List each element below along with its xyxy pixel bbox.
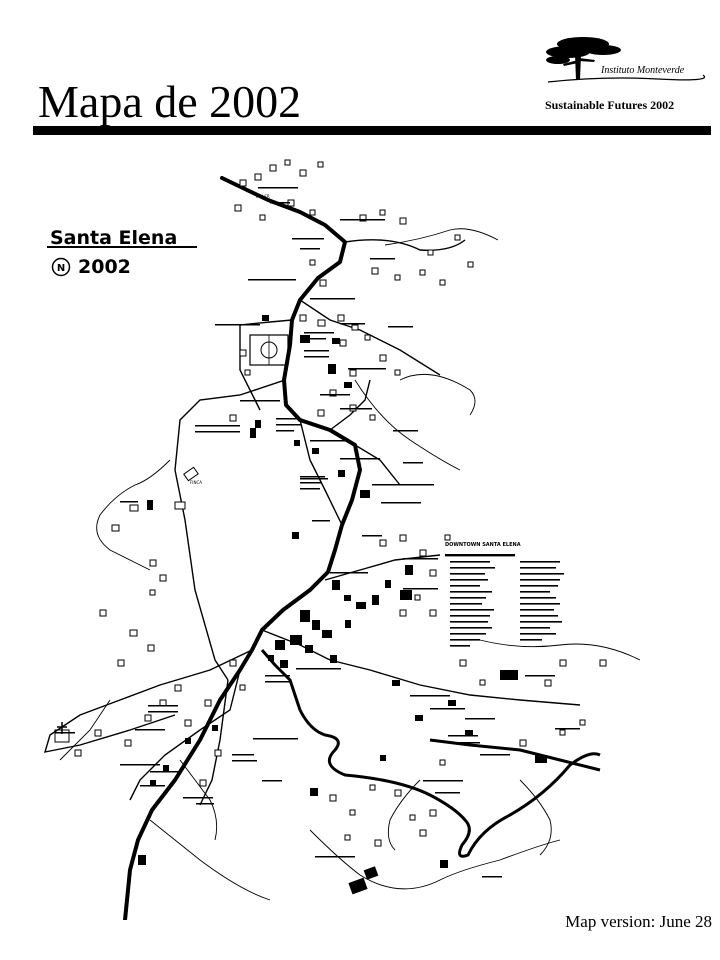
svg-text:FINCA: FINCA — [190, 480, 202, 485]
map-place-name: Santa Elena — [50, 227, 178, 249]
terrain-lines — [59, 228, 641, 901]
svg-text:TALLER: TALLER — [254, 194, 270, 199]
svg-text:DOWNTOWN SANTA ELENA: DOWNTOWN SANTA ELENA — [445, 542, 521, 548]
soccer-field-icon — [249, 334, 289, 366]
map-year: 2002 — [78, 256, 131, 278]
north-arrow-icon: N — [51, 257, 71, 277]
tree-logo-icon: Instituto Monteverde — [546, 37, 706, 83]
logo-text: Instituto Monteverde — [600, 65, 685, 76]
place-labels: TALLER FINCA DOWNTOWN SANTA ELENA — [190, 194, 521, 548]
main-road — [123, 176, 362, 920]
header-divider — [33, 126, 711, 135]
santa-elena-map[interactable]: TALLER FINCA DOWNTOWN SANTA ELENA — [0, 140, 720, 920]
downtown-legend — [445, 554, 564, 647]
secondary-roads — [44, 239, 581, 806]
map-title-underline — [47, 246, 197, 248]
map-version: Map version: June 28 — [565, 912, 712, 931]
svg-text:N: N — [57, 263, 65, 274]
organization-label: Sustainable Futures 2002 — [545, 98, 675, 112]
buildings-outline — [74, 159, 607, 847]
building-name-labels — [55, 187, 580, 878]
buildings-filled — [138, 315, 547, 895]
page-title: Mapa de 2002 — [38, 76, 302, 127]
